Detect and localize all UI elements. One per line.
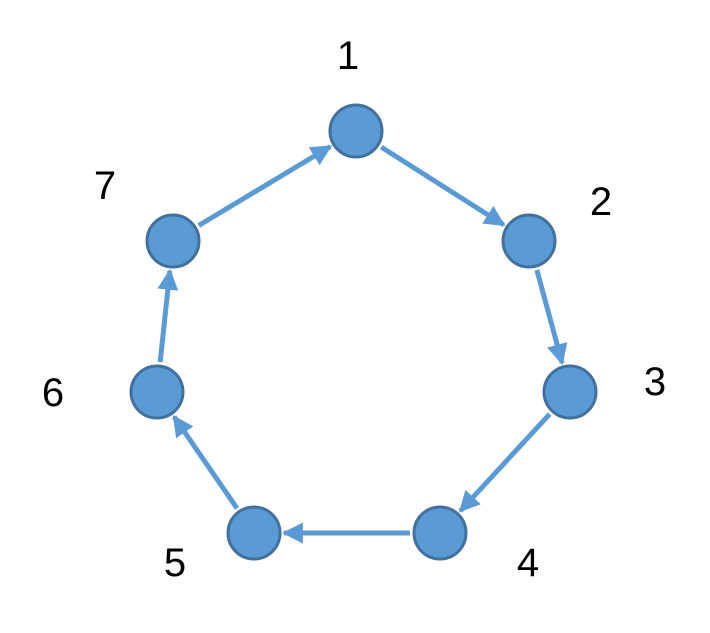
nodes-layer <box>129 103 598 561</box>
node-label-1: 1 <box>337 34 359 78</box>
edge-n6-to-n7 <box>157 268 179 363</box>
edge-n5-to-n6 <box>171 414 240 510</box>
node-5 <box>226 505 282 561</box>
node-label-2: 2 <box>590 180 612 224</box>
node-7 <box>145 213 201 269</box>
node-1 <box>328 103 384 159</box>
node-label-4: 4 <box>517 541 539 585</box>
node-3 <box>542 364 598 420</box>
edge-n7-to-n1 <box>197 144 333 228</box>
node-label-6: 6 <box>42 371 64 415</box>
node-label-5: 5 <box>164 541 186 585</box>
edge-n1-to-n2 <box>379 144 506 228</box>
node-2 <box>501 213 557 269</box>
node-label-7: 7 <box>94 164 116 208</box>
edge-n2-to-n3 <box>534 269 568 366</box>
labels-layer: 1 2 3 4 5 6 7 <box>42 34 666 585</box>
edge-n3-to-n4 <box>458 412 552 513</box>
node-4 <box>412 505 468 561</box>
edges-layer <box>157 144 568 544</box>
node-6 <box>129 364 185 420</box>
node-label-3: 3 <box>644 360 666 404</box>
